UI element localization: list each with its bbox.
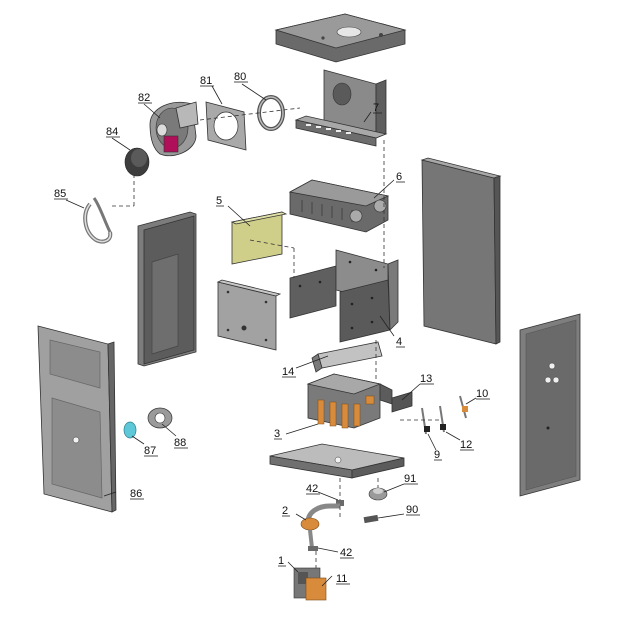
callouts: 7 6 5 4 14 13 10 12 9 3 42 91 2 90 42 1 …	[54, 71, 488, 587]
part-86-front-door	[37, 325, 117, 513]
label-85: 85	[54, 188, 66, 200]
part-4-combustion-chamber	[289, 249, 399, 343]
part-80-flue-ring	[257, 95, 285, 131]
part-5-insulation-board	[230, 211, 288, 265]
part-12-electrode	[439, 405, 446, 433]
base-tray	[269, 443, 405, 479]
part-2-gas-pipe	[300, 503, 340, 549]
part-10-sensor	[459, 395, 468, 419]
part-14-bracket-tray	[311, 341, 383, 373]
assembly-lines	[112, 107, 440, 568]
part-87-sight-glass-seal	[123, 421, 137, 439]
label-81: 81	[200, 75, 212, 87]
part-9-electrode	[421, 407, 430, 435]
part-85-tubing	[83, 197, 113, 244]
label-82: 82	[138, 92, 150, 104]
label-11: 11	[336, 573, 347, 585]
label-4: 4	[396, 336, 402, 348]
left-side-panel	[137, 211, 197, 367]
label-6: 6	[396, 171, 402, 183]
label-91: 91	[404, 473, 416, 485]
part-3-burner-assembly	[306, 373, 393, 429]
right-side-panel	[420, 157, 502, 345]
part-81-gasket-plate	[205, 101, 247, 151]
label-underlines	[54, 81, 490, 585]
label-86: 86	[130, 488, 142, 500]
label-9: 9	[434, 449, 440, 461]
label-87: 87	[144, 445, 156, 457]
label-10: 10	[476, 388, 488, 400]
part-13-ignition-bracket	[391, 391, 413, 413]
label-42-lower: 42	[340, 547, 352, 559]
label-3: 3	[274, 428, 280, 440]
label-12: 12	[460, 439, 472, 451]
part-6-heat-exchanger	[288, 179, 390, 233]
part-42-seal-lower	[308, 546, 318, 551]
part-7-flue-hood	[294, 69, 388, 147]
label-2: 2	[282, 505, 288, 517]
label-7: 7	[373, 102, 379, 114]
part-11-valve-coil	[305, 577, 327, 601]
label-90: 90	[406, 504, 418, 516]
part-84-pressure-switch	[124, 147, 150, 177]
rear-insulation-plate	[216, 279, 282, 351]
label-80: 80	[234, 71, 246, 83]
part-90-clip	[363, 514, 379, 524]
part-42-seal-upper	[336, 500, 344, 506]
part-88-sight-ring	[147, 407, 173, 429]
label-42-upper: 42	[306, 483, 318, 495]
label-1: 1	[278, 555, 284, 567]
label-14: 14	[282, 366, 294, 378]
label-13: 13	[420, 373, 432, 385]
label-84: 84	[106, 126, 118, 138]
part-82-fan	[149, 101, 199, 157]
right-front-panel	[519, 313, 581, 497]
label-5: 5	[216, 195, 222, 207]
top-cover	[274, 13, 407, 63]
label-88: 88	[174, 437, 186, 449]
part-91-spreader	[368, 487, 388, 501]
